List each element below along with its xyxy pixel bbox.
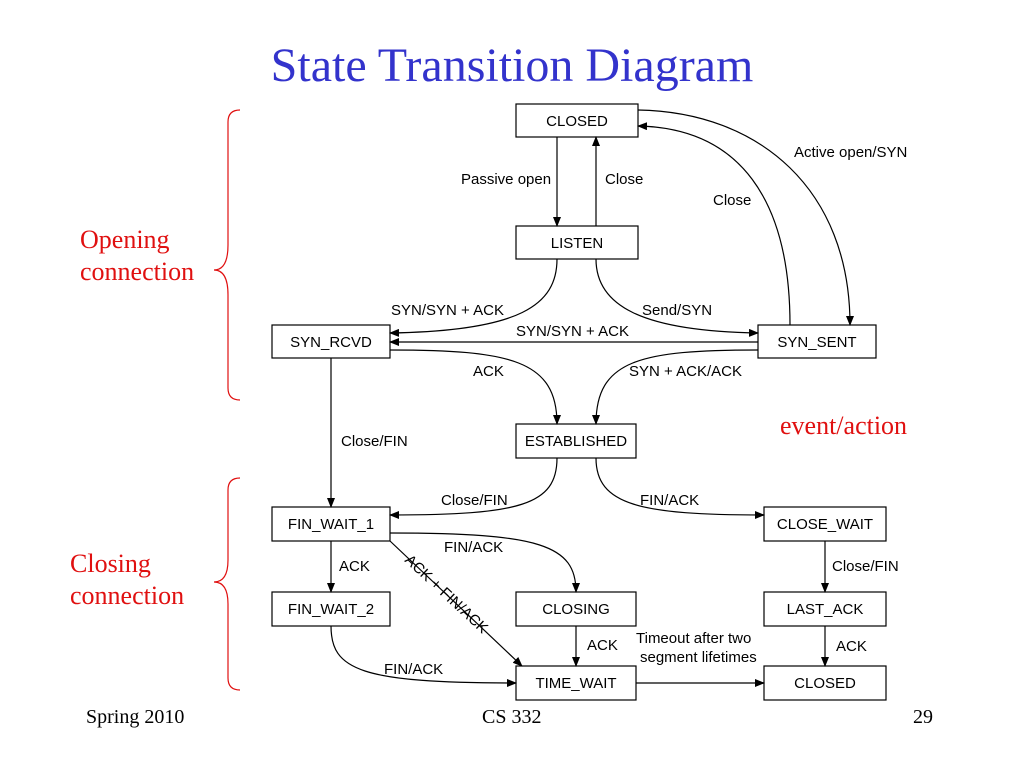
- state-last-ack: LAST_ACK: [787, 601, 864, 618]
- state-fin-wait-1: FIN_WAIT_1: [288, 516, 374, 533]
- label-fin-ack-est: FIN/ACK: [640, 492, 699, 509]
- state-closed-bottom: CLOSED: [794, 675, 856, 692]
- edge-established-to-close-wait: [595, 457, 765, 519]
- label-close-listen: Close: [605, 171, 643, 188]
- edge-established-to-fin-wait-1: [389, 457, 558, 519]
- label-ack-closing: ACK: [587, 637, 618, 654]
- label-close-fin-rcvd: Close/FIN: [341, 433, 408, 450]
- footer-date: Spring 2010: [86, 706, 185, 728]
- state-closing-box: [515, 591, 637, 627]
- opening-brace: [213, 109, 241, 401]
- edge-listen-to-syn-rcvd: [389, 258, 558, 337]
- closing-connection-label: Closing connection: [70, 548, 184, 612]
- state-closed-top-box: [515, 103, 639, 138]
- state-listen: LISTEN: [551, 235, 604, 252]
- label-syn-synack-listen: SYN/SYN + ACK: [391, 302, 504, 319]
- closing-brace: [213, 477, 241, 691]
- label-close-fin-est: Close/FIN: [441, 492, 508, 509]
- label-fin-ack-fw1: FIN/ACK: [444, 539, 503, 556]
- state-listen-box: [515, 225, 639, 260]
- state-close-wait-box: [763, 506, 887, 542]
- label-send-syn: Send/SYN: [642, 302, 712, 319]
- label-timeout-2: segment lifetimes: [640, 649, 757, 666]
- opening-connection-label: Opening connection: [80, 224, 194, 288]
- opening-line-1: Opening: [80, 225, 170, 254]
- label-timeout-1: Timeout after two: [636, 630, 751, 647]
- label-ack-rcvd: ACK: [473, 363, 504, 380]
- label-synack-ack: SYN + ACK/ACK: [629, 363, 742, 380]
- footer-course: CS 332: [482, 706, 542, 728]
- slide-title: State Transition Diagram: [270, 39, 754, 92]
- label-ack-plus-fin-ack: ACK + FIN/ACK: [401, 551, 491, 636]
- opening-line-2: connection: [80, 257, 195, 286]
- state-time-wait: TIME_WAIT: [535, 675, 616, 692]
- label-close-fin-cw: Close/FIN: [832, 558, 899, 575]
- state-last-ack-box: [763, 591, 887, 627]
- label-fin-ack-fw2: FIN/ACK: [384, 661, 443, 678]
- label-passive-open: Passive open: [461, 171, 551, 188]
- label-ack-lastack: ACK: [836, 638, 867, 655]
- state-closed-top: CLOSED: [546, 113, 608, 130]
- state-syn-sent-box: [757, 324, 877, 359]
- edge-fin-wait-1-to-closing: [389, 532, 580, 593]
- edge-listen-to-syn-sent: [595, 258, 759, 337]
- label-active-open: Active open/SYN: [794, 144, 907, 161]
- label-ack-fw1: ACK: [339, 558, 370, 575]
- state-syn-rcvd: SYN_RCVD: [290, 334, 372, 351]
- state-close-wait: CLOSE_WAIT: [777, 516, 873, 533]
- state-closing: CLOSING: [542, 601, 610, 618]
- footer-page-number: 29: [913, 706, 933, 728]
- state-established: ESTABLISHED: [525, 433, 627, 450]
- event-action-legend: event/action: [780, 411, 908, 440]
- state-fin-wait-1-box: [271, 506, 391, 542]
- state-syn-sent: SYN_SENT: [777, 334, 856, 351]
- edge-close-synsent: [637, 122, 791, 326]
- edge-fin-wait-1-to-time-wait: [389, 540, 523, 667]
- edge-syn-rcvd-to-established: [389, 349, 561, 425]
- state-established-box: [515, 423, 637, 459]
- label-close-synsent: Close: [713, 192, 751, 209]
- edge-syn-sent-to-established: [592, 349, 759, 425]
- edge-fin-wait-2-to-time-wait: [330, 625, 517, 687]
- closing-line-2: connection: [70, 581, 185, 610]
- edge-active-open: [637, 109, 854, 326]
- state-fin-wait-2: FIN_WAIT_2: [288, 601, 374, 618]
- label-syn-synack-cross: SYN/SYN + ACK: [516, 323, 629, 340]
- closing-line-1: Closing: [70, 549, 151, 578]
